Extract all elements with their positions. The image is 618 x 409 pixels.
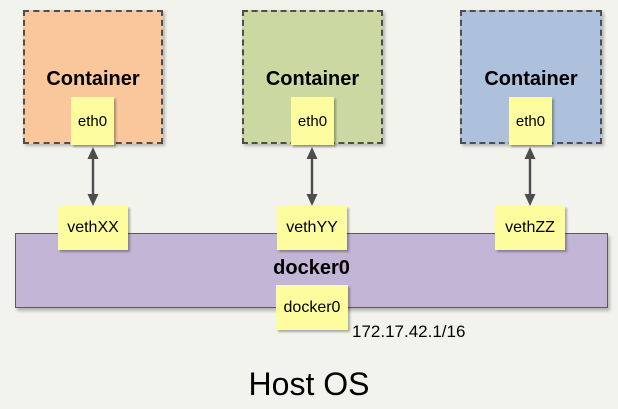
container-2-label: Container xyxy=(265,68,360,90)
vethzz-interface: vethZZ xyxy=(495,206,565,250)
docker0-interface: docker0 xyxy=(276,285,348,330)
container-1-label: Container xyxy=(46,68,140,90)
container-3-label: Container xyxy=(484,68,578,90)
container-1-eth0-interface: eth0 xyxy=(71,97,114,145)
vethxx-interface: vethXX xyxy=(58,206,128,250)
veth-connection-arrow-2 xyxy=(306,147,318,206)
veth-connection-arrow-3 xyxy=(524,147,536,206)
veth-connection-arrow-1 xyxy=(87,147,99,206)
bridge-ip-address: 172.17.42.1/16 xyxy=(352,322,466,341)
container-2-eth0-interface: eth0 xyxy=(291,97,334,145)
container-3-eth0-interface: eth0 xyxy=(509,97,552,145)
vethyy-interface: vethYY xyxy=(277,206,347,250)
docker0-bridge-label: docker0 xyxy=(273,257,350,279)
host-os-label: Host OS xyxy=(248,366,370,402)
